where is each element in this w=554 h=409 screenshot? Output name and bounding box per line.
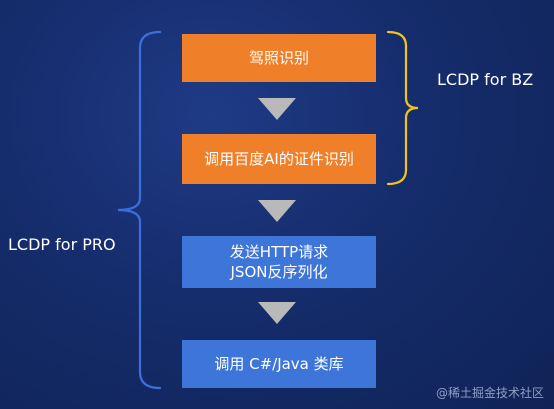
step-license-recognition-text: 驾照识别 <box>248 49 309 67</box>
step-http-json: 发送HTTP请求 JSON反序列化 <box>182 236 376 288</box>
step-baidu-ai-id-recognition-text: 调用百度AI的证件识别 <box>204 150 354 168</box>
down-arrow-3 <box>258 302 296 324</box>
step-json-deserialize-text: JSON反序列化 <box>230 263 328 281</box>
step-call-library-text: 调用 C#/Java 类库 <box>214 355 344 373</box>
watermark: @稀土掘金技术社区 <box>435 386 544 400</box>
lcdp-pro-label: LCDP for PRO <box>8 235 116 254</box>
step-license-recognition: 驾照识别 <box>182 34 376 82</box>
lcdp-bz-label: LCDP for BZ <box>437 70 534 89</box>
bz-bracket <box>386 30 419 186</box>
down-arrow-1 <box>258 98 296 120</box>
step-call-library: 调用 C#/Java 类库 <box>182 340 376 388</box>
step-baidu-ai-id-recognition: 调用百度AI的证件识别 <box>182 134 376 184</box>
down-arrow-2 <box>258 200 296 222</box>
pro-bracket <box>117 30 162 390</box>
step-http-request-text: 发送HTTP请求 <box>229 243 329 261</box>
